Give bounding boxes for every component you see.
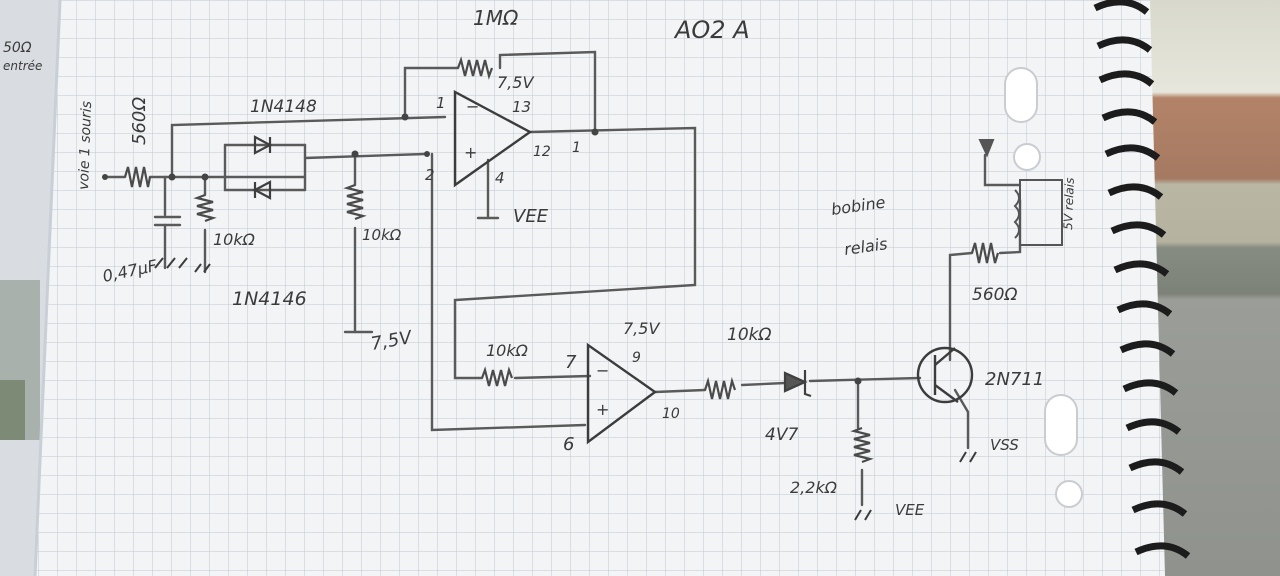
diode-bottom-label: 1N4146 xyxy=(232,288,307,310)
opamp1-supply-label: 7,5V xyxy=(497,73,534,92)
opamp2-out-pin: 10 xyxy=(662,406,680,422)
pulldown-resistor-label: 2,2kΩ xyxy=(790,478,838,497)
svg-text:−: − xyxy=(466,97,479,116)
circuit-wires xyxy=(103,50,1022,507)
title-label: AO2 A xyxy=(673,16,750,44)
svg-text:+: + xyxy=(596,400,609,419)
opamp-2 xyxy=(586,342,658,445)
input-label: voie 1 souris xyxy=(76,101,95,190)
opamp2-supply-label: 7,5V xyxy=(623,319,660,338)
svg-text:−: − xyxy=(596,361,609,380)
resistors xyxy=(123,56,1000,464)
opamp1-minus-pin: 1 xyxy=(436,94,446,112)
input-resistor-label: 560Ω xyxy=(129,97,150,145)
grounds xyxy=(154,257,977,521)
collector-resistor-label: 560Ω xyxy=(972,285,1017,305)
junctions xyxy=(102,113,862,385)
divider-resistor-label: 10kΩ xyxy=(362,226,402,244)
pulldown-vee-label: VEE xyxy=(895,501,925,519)
punch-holes xyxy=(1004,67,1083,508)
spiral-binding xyxy=(1093,0,1191,559)
diodes xyxy=(252,135,812,398)
opamp1-supply-pin: 13 xyxy=(512,98,531,116)
opamp1-out-num: 1 xyxy=(572,140,581,156)
side-label-1: 50Ω xyxy=(3,40,32,56)
relay-side-note: 5V relais xyxy=(1061,177,1077,230)
side-label-2: entrée xyxy=(3,59,42,73)
opamp1-vee-label: VEE xyxy=(513,206,549,227)
zener-label: 4V7 xyxy=(765,425,798,445)
opamp1-out-pin: 12 xyxy=(533,144,551,160)
opamp2-supply-pin: 9 xyxy=(632,350,641,366)
opamp1-vee-pin: 4 xyxy=(495,169,505,187)
svg-text:+: + xyxy=(464,143,477,162)
opamp2-plus-pin: 6 xyxy=(563,434,574,455)
relay-coil xyxy=(978,139,1063,246)
comp-resistor-label: 10kΩ xyxy=(486,341,529,360)
shunt-resistor-label: 10kΩ xyxy=(213,230,256,249)
opamp-1 xyxy=(453,90,533,188)
transistor-symbol xyxy=(916,346,974,404)
feedback-resistor-label: 1MΩ xyxy=(473,6,519,30)
opamp1-plus-pin: 2 xyxy=(425,166,435,184)
transistor-vee-label: VSS xyxy=(990,436,1019,454)
transistor-label: 2N711 xyxy=(985,369,1044,390)
series-resistor-label: 10kΩ xyxy=(727,325,771,345)
opamp2-minus-pin: 7 xyxy=(565,352,577,373)
diode-top-label: 1N4148 xyxy=(250,97,317,117)
